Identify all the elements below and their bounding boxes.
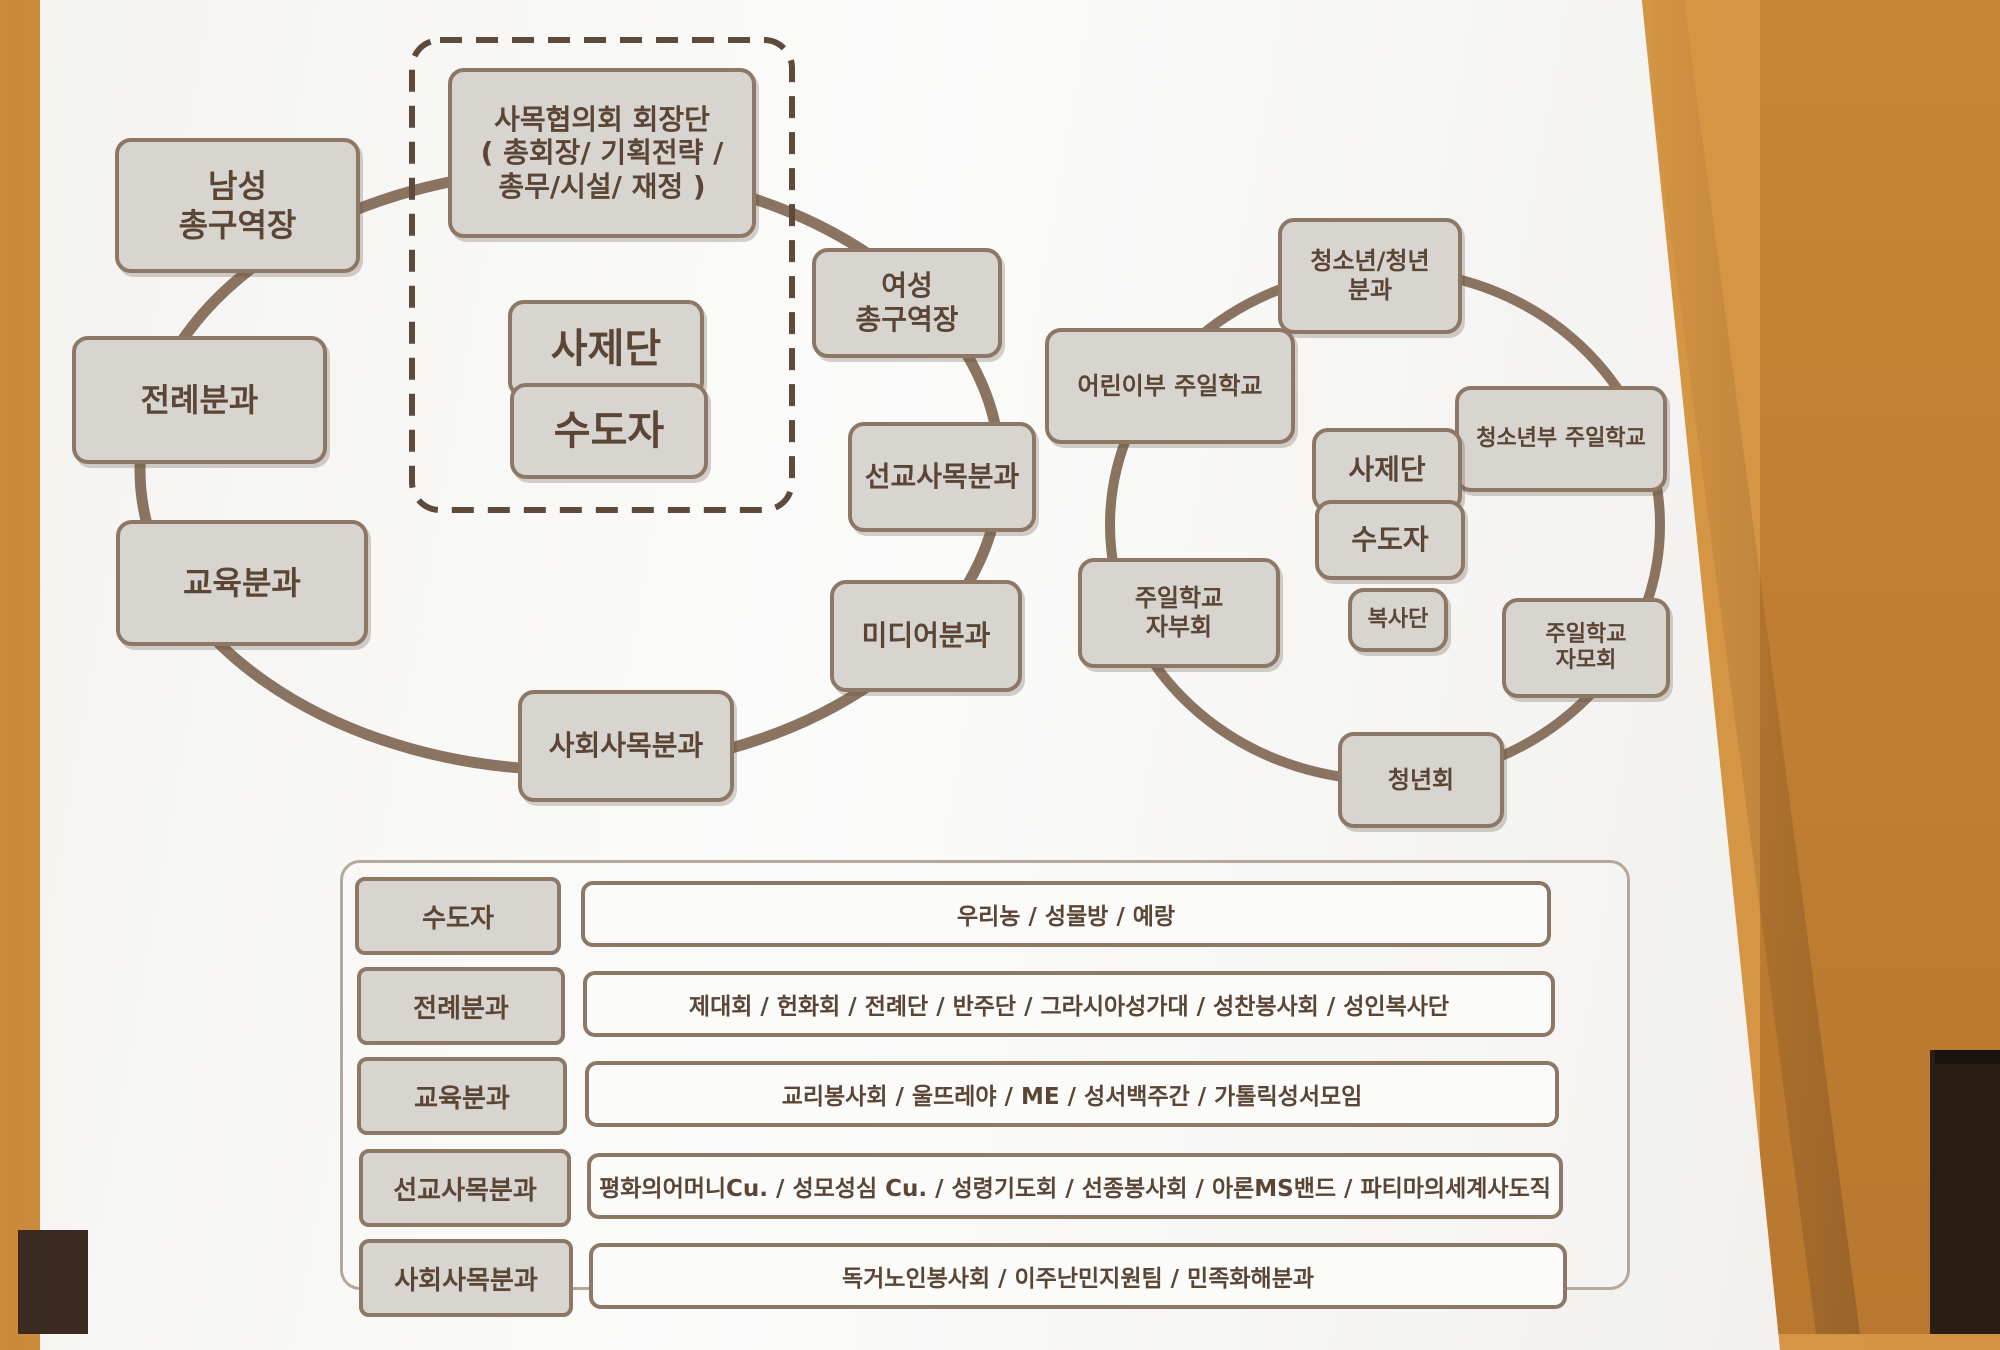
table-label-4: 사회사목분과 [359,1239,573,1317]
table-value-4: 독거노인봉사회 / 이주난민지원팀 / 민족화해분과 [589,1243,1567,1309]
table-value-0: 우리농 / 성물방 / 예랑 [581,881,1551,947]
priests-box: 사제단 [508,300,704,398]
table-label-0: 수도자 [355,877,561,955]
table-value-1: 제대회 / 헌화회 / 전례단 / 반주단 / 그라시아성가대 / 성찬봉사회 … [583,971,1555,1037]
mission-box: 선교사목분과 [848,422,1036,532]
religious-box: 수도자 [510,383,708,479]
female-leader-box: 여성 총구역장 [812,248,1002,358]
altar-servers-box: 복사단 [1348,588,1448,652]
youth-school-box: 청소년부 주일학교 [1455,386,1667,492]
education-box: 교육분과 [116,520,368,646]
media-box: 미디어분과 [830,580,1022,692]
youth-section-box: 청소년/청년 분과 [1278,218,1462,334]
groups-table: 수도자 우리농 / 성물방 / 예랑 전례분과 제대회 / 헌화회 / 전례단 … [340,860,1630,1317]
right-priests-box: 사제단 [1312,428,1462,512]
stand-post [18,1230,88,1334]
sunday-school-parents-box: 주일학교 자모회 [1502,598,1670,698]
table-label-3: 선교사목분과 [359,1149,571,1227]
right-religious-box: 수도자 [1315,500,1465,580]
sunday-school-teachers-box: 주일학교 자부회 [1078,558,1280,668]
children-school-box: 어린이부 주일학교 [1045,328,1295,444]
social-box: 사회사목분과 [518,690,734,802]
table-label-1: 전례분과 [357,967,565,1045]
table-label-2: 교육분과 [357,1057,567,1135]
male-leader-box: 남성 총구역장 [115,138,360,273]
piano-lid [1935,1050,2000,1064]
liturgy-box: 전례분과 [72,336,327,464]
committee-box: 사목협의회 회장단 ( 총회장/ 기획전략 / 총무/시설/ 재정 ) [448,68,756,238]
committee-dashed-frame [409,37,795,513]
table-value-3: 평화의어머니Cu. / 성모성심 Cu. / 성령기도회 / 선종봉사회 / 아… [587,1153,1563,1219]
young-adults-box: 청년회 [1338,732,1504,828]
table-value-2: 교리봉사회 / 울뜨레야 / ME / 성서백주간 / 가톨릭성서모임 [585,1061,1559,1127]
piano-silhouette [1930,1050,2000,1334]
